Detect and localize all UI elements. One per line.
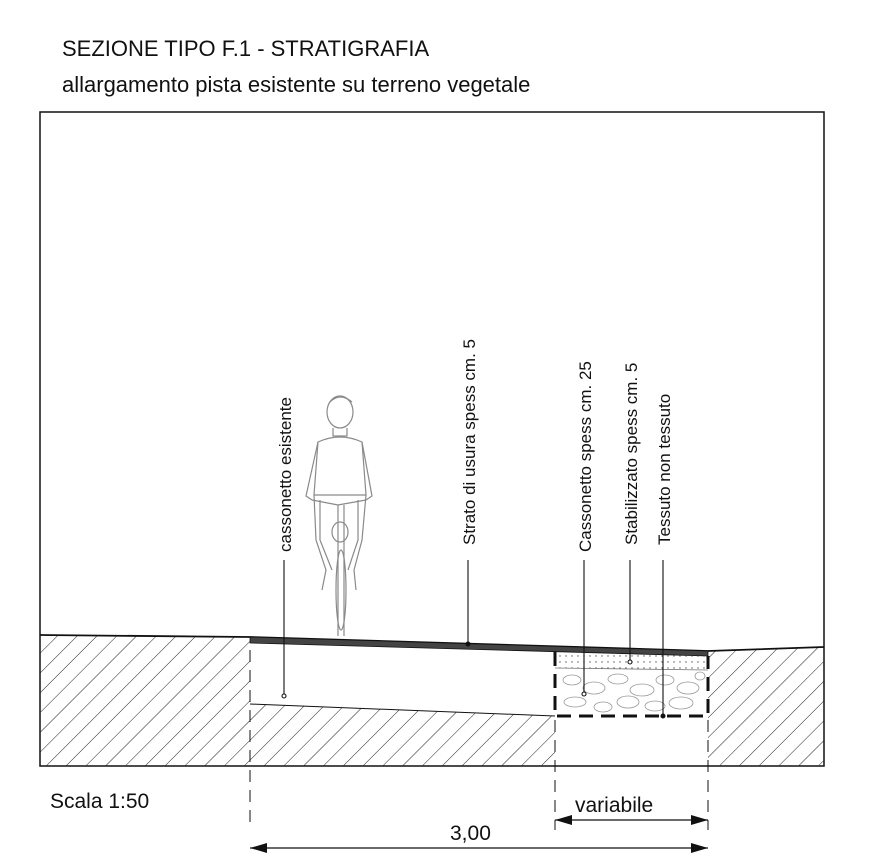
callout-geotextile: Tessuto non tessuto [655, 394, 674, 545]
terrain-middle [250, 704, 555, 766]
callout-cassonetto: Cassonetto spess cm. 25 [576, 361, 595, 552]
callout-leaders [281, 560, 666, 719]
gravel-fill [562, 671, 706, 713]
dimension-variable-label: variabile [575, 794, 653, 817]
scale-label: Scala 1:50 [50, 790, 150, 813]
callout-stabilized: Stabilizzato spess cm. 5 [622, 363, 641, 545]
geotextile-outline [553, 652, 710, 718]
dimension-variable [555, 815, 708, 825]
drawing-title: SEZIONE TIPO F.1 - STRATIGRAFIA [62, 36, 430, 61]
dimension-extensions [249, 650, 709, 830]
drawing-subtitle: allargamento pista esistente su terreno … [62, 72, 531, 97]
terrain-right [708, 647, 824, 766]
cyclist-icon [305, 395, 373, 636]
terrain-left [40, 635, 250, 766]
dimension-total-label: 3,00 [450, 822, 491, 845]
callout-existing-box: cassonetto esistente [276, 397, 295, 552]
wearing-course [249, 636, 709, 657]
dimension-total [250, 843, 708, 853]
callout-wearing-layer: Strato di usura spess cm. 5 [460, 339, 479, 545]
